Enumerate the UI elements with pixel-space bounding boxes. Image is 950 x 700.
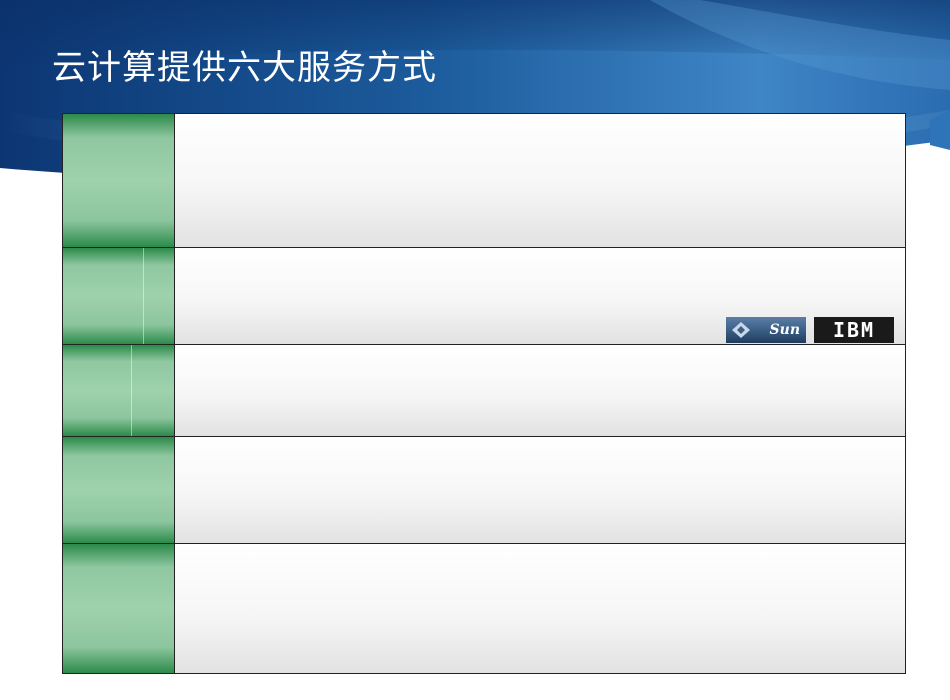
services-table: Sun IBM bbox=[62, 113, 906, 674]
row-content-cell bbox=[175, 437, 905, 543]
table-row bbox=[63, 544, 905, 673]
row-content-cell bbox=[175, 114, 905, 247]
ibm-logo: IBM bbox=[814, 317, 894, 343]
row-content-cell: Sun IBM bbox=[175, 248, 905, 344]
cell-divider bbox=[131, 345, 132, 436]
row-label-cell bbox=[63, 544, 175, 673]
row-label-cell bbox=[63, 437, 175, 543]
sun-diamond-icon bbox=[732, 322, 750, 338]
row-content-cell bbox=[175, 345, 905, 436]
table-row bbox=[63, 114, 905, 248]
row-label-cell bbox=[63, 114, 175, 247]
row-label-cell bbox=[63, 248, 175, 344]
row-content-cell bbox=[175, 544, 905, 673]
cell-divider bbox=[143, 248, 144, 344]
table-row bbox=[63, 345, 905, 437]
row-label-cell bbox=[63, 345, 175, 436]
table-row: Sun IBM bbox=[63, 248, 905, 345]
slide-title: 云计算提供六大服务方式 bbox=[52, 48, 437, 88]
table-row bbox=[63, 437, 905, 544]
sun-logo: Sun bbox=[726, 317, 806, 343]
sun-logo-text: Sun bbox=[769, 322, 800, 338]
